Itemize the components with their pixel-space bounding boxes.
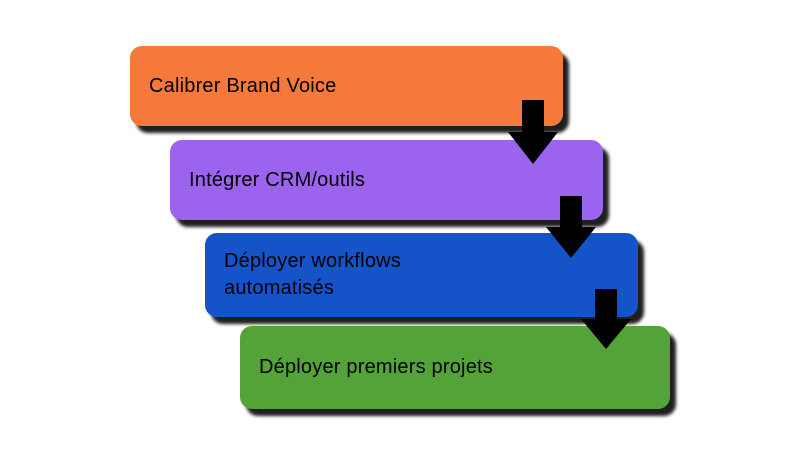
- down-arrow-icon: [508, 100, 558, 164]
- step-label: Déployer premiers projets: [259, 356, 493, 378]
- step-label: Déployer workflows automatisés: [224, 250, 401, 299]
- step-box-calibrer-brand-voice: Calibrer Brand Voice: [130, 46, 563, 126]
- step-box-deployer-premiers-projets: Déployer premiers projets: [240, 326, 670, 409]
- down-arrow-icon: [546, 196, 596, 258]
- down-arrow-icon: [581, 289, 631, 349]
- step-label: Intégrer CRM/outils: [189, 168, 366, 191]
- step-label: Calibrer Brand Voice: [149, 74, 337, 97]
